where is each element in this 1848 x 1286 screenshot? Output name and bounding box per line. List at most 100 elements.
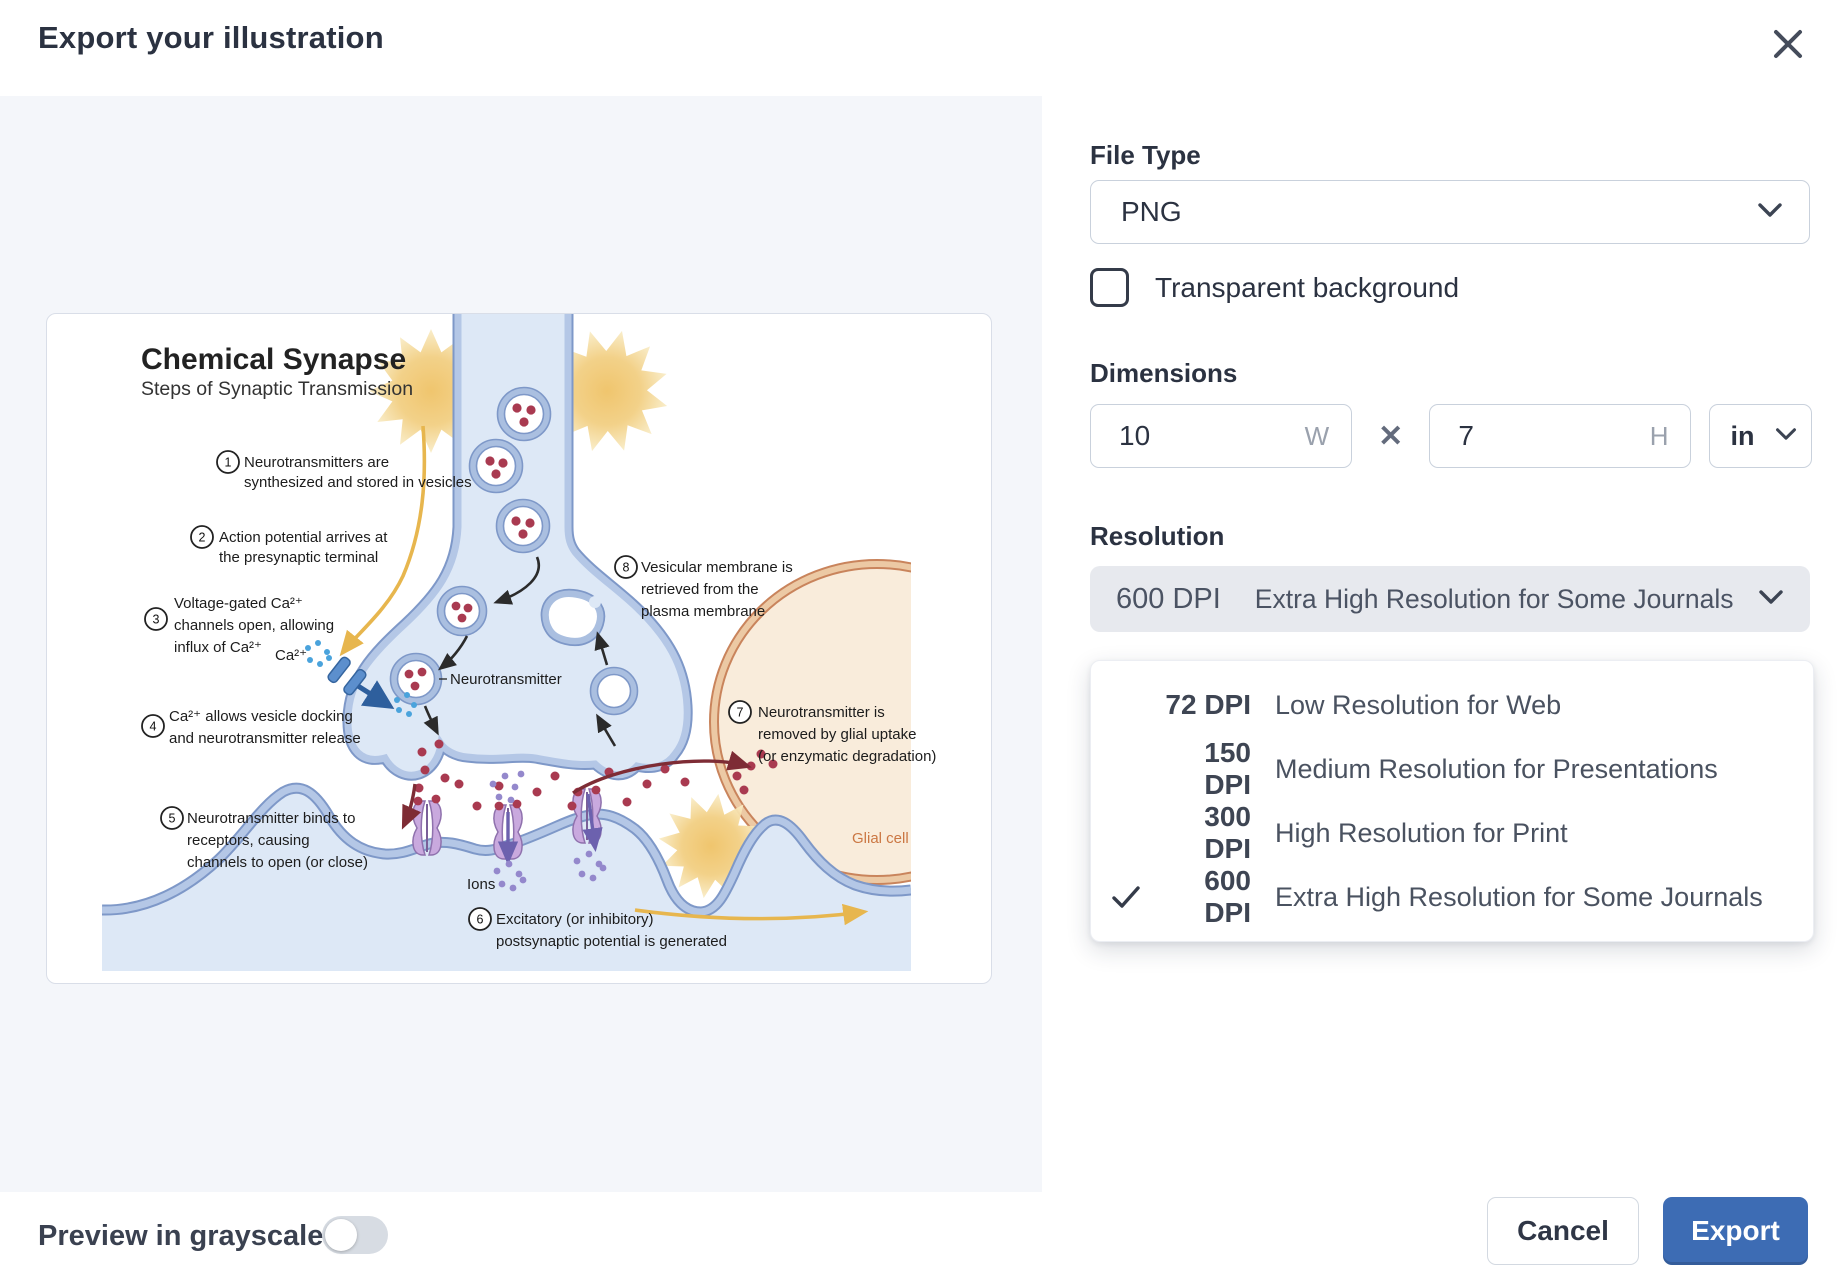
file-type-label: File Type	[1090, 140, 1201, 170]
postsynaptic-cell	[102, 782, 911, 971]
glial-uptake-arrow	[572, 750, 752, 795]
svg-text:Neurotransmitters are: Neurotransmitters are	[244, 454, 389, 471]
transparent-background-option[interactable]: Transparent background	[1090, 268, 1459, 307]
svg-text:removed by glial uptake: removed by glial uptake	[758, 726, 916, 743]
step-6: 6 Excitatory (or inhibitory) postsynapti…	[468, 907, 727, 950]
ion-dots	[489, 770, 607, 892]
svg-text:Ca²⁺ allows vesicle docking: Ca²⁺ allows vesicle docking	[169, 708, 353, 725]
neurotransmitter-label: Neurotransmitter	[450, 671, 562, 688]
transparent-background-label: Transparent background	[1155, 271, 1460, 303]
vesicle-cycle-arrow	[493, 556, 540, 605]
svg-text:7: 7	[737, 706, 744, 720]
illustration-card: Chemical Synapse Steps of Synaptic Trans…	[46, 313, 992, 984]
unit-value: in	[1730, 420, 1755, 451]
neurotransmitter-dots	[414, 739, 778, 811]
resolution-label: Resolution	[1090, 521, 1225, 551]
file-type-value: PNG	[1121, 196, 1182, 227]
svg-text:synthesized and stored in vesi: synthesized and stored in vesicles	[244, 474, 472, 491]
height-input[interactable]	[1458, 420, 1650, 452]
resolution-selected-value: 600 DPI	[1116, 582, 1221, 615]
glial-cell	[709, 559, 911, 885]
svg-text:and neurotransmitter release: and neurotransmitter release	[169, 730, 361, 747]
vesicle-cycle-arrow	[437, 635, 469, 671]
export-button[interactable]: Export	[1663, 1197, 1808, 1265]
receptor-channel	[412, 794, 442, 856]
resolution-dropdown-menu: 72 DPI Low Resolution for Web 150 DPI Me…	[1090, 660, 1814, 942]
dialog-title: Export your illustration	[38, 20, 384, 55]
cancel-button[interactable]: Cancel	[1487, 1197, 1639, 1265]
docked-vesicle	[389, 652, 443, 706]
svg-text:4: 4	[150, 720, 157, 734]
endocytosis-arrow	[594, 631, 610, 666]
action-potential-arrow-right	[634, 903, 869, 926]
step-4: 4 Ca²⁺ allows vesicle docking and neurot…	[141, 708, 361, 747]
dimensions-label: Dimensions	[1090, 358, 1238, 388]
svg-text:Vesicular membrane is: Vesicular membrane is	[641, 559, 793, 576]
svg-text:influx of Ca²⁺: influx of Ca²⁺	[174, 639, 262, 656]
step-8: 8 Vesicular membrane is retrieved from t…	[614, 555, 793, 620]
resolution-option-72dpi[interactable]: 72 DPI Low Resolution for Web	[1165, 689, 1562, 720]
dialog-header: Export your illustration	[0, 0, 1848, 96]
illustration-preview: Chemical Synapse Steps of Synaptic Trans…	[102, 314, 936, 971]
svg-text:8: 8	[623, 561, 630, 575]
height-suffix: H	[1649, 420, 1669, 451]
exocytosis-arrow	[423, 705, 439, 736]
file-type-select[interactable]: PNG	[1090, 180, 1810, 244]
width-suffix: W	[1304, 420, 1330, 451]
glial-cell-label: Glial cell	[852, 830, 909, 847]
calcium-label: Ca²⁺	[275, 647, 307, 664]
resolution-option-600dpi[interactable]: 600 DPI Extra High Resolution for Some J…	[1091, 865, 1813, 929]
svg-text:3: 3	[153, 613, 160, 627]
action-potential-glow-left	[369, 329, 493, 453]
vesicle	[496, 386, 552, 442]
width-input[interactable]	[1119, 420, 1305, 452]
dimensions-row: W ✕ H in	[1090, 404, 1812, 468]
resolution-option-150dpi[interactable]: 150 DPI Medium Resolution for Presentati…	[1204, 737, 1718, 800]
toggle-knob	[325, 1219, 357, 1251]
svg-text:the presynaptic terminal: the presynaptic terminal	[219, 549, 378, 566]
step-2: 2 Action potential arrives at the presyn…	[190, 525, 388, 566]
resolution-select[interactable]: 600 DPI Extra High Resolution for Some J…	[1090, 566, 1810, 632]
width-field[interactable]: W	[1090, 404, 1353, 468]
svg-text:6: 6	[477, 913, 484, 927]
svg-text:2: 2	[199, 531, 206, 545]
height-field[interactable]: H	[1429, 404, 1692, 468]
endocytosis-arrow	[596, 713, 617, 747]
svg-text:Excitatory (or inhibitory): Excitatory (or inhibitory)	[496, 911, 654, 928]
transparent-background-checkbox[interactable]	[1090, 268, 1129, 307]
svg-text:receptors, causing: receptors, causing	[187, 832, 310, 849]
release-arrow	[401, 783, 422, 830]
action-potential-arrow-down	[339, 425, 427, 657]
svg-text:5: 5	[169, 812, 176, 826]
budding-vesicle	[540, 588, 606, 647]
svg-text:retrieved from the: retrieved from the	[641, 581, 759, 598]
svg-text:Neurotransmitter binds to: Neurotransmitter binds to	[187, 810, 355, 827]
chevron-down-icon	[1758, 589, 1784, 610]
empty-vesicle	[589, 666, 639, 716]
dialog-footer: Preview in grayscale Cancel Export	[0, 1192, 1848, 1286]
calcium-ions	[305, 640, 417, 717]
svg-text:Action potential arrives at: Action potential arrives at	[219, 529, 388, 546]
close-icon	[1774, 30, 1802, 58]
grayscale-label: Preview in grayscale	[38, 1220, 324, 1252]
svg-text:Neurotransmitter is: Neurotransmitter is	[758, 704, 885, 721]
unit-select[interactable]: in	[1709, 404, 1812, 468]
chevron-down-icon	[1757, 202, 1783, 223]
svg-text:1: 1	[225, 456, 232, 470]
svg-text:(or enzymatic degradation): (or enzymatic degradation)	[758, 748, 936, 765]
resolution-option-300dpi[interactable]: 300 DPI High Resolution for Print	[1204, 801, 1568, 864]
chevron-down-icon	[1775, 427, 1797, 446]
svg-text:postsynaptic potential is gene: postsynaptic potential is generated	[496, 933, 727, 950]
ion-flow-arrow	[582, 793, 603, 853]
calcium-influx-arrow	[356, 680, 395, 710]
close-button[interactable]	[1768, 24, 1808, 64]
step-1: 1 Neurotransmitters are synthesized and …	[216, 450, 472, 491]
check-icon	[1091, 885, 1161, 909]
action-potential-glow-right	[546, 330, 668, 452]
svg-text:channels to open (or close): channels to open (or close)	[187, 854, 368, 871]
svg-text:channels open, allowing: channels open, allowing	[174, 617, 334, 634]
grayscale-toggle[interactable]	[322, 1216, 388, 1254]
illustration-title: Chemical Synapse	[141, 343, 406, 376]
step-3: 3 Voltage-gated Ca²⁺ channels open, allo…	[144, 595, 334, 656]
ions-label: Ions	[467, 876, 495, 893]
